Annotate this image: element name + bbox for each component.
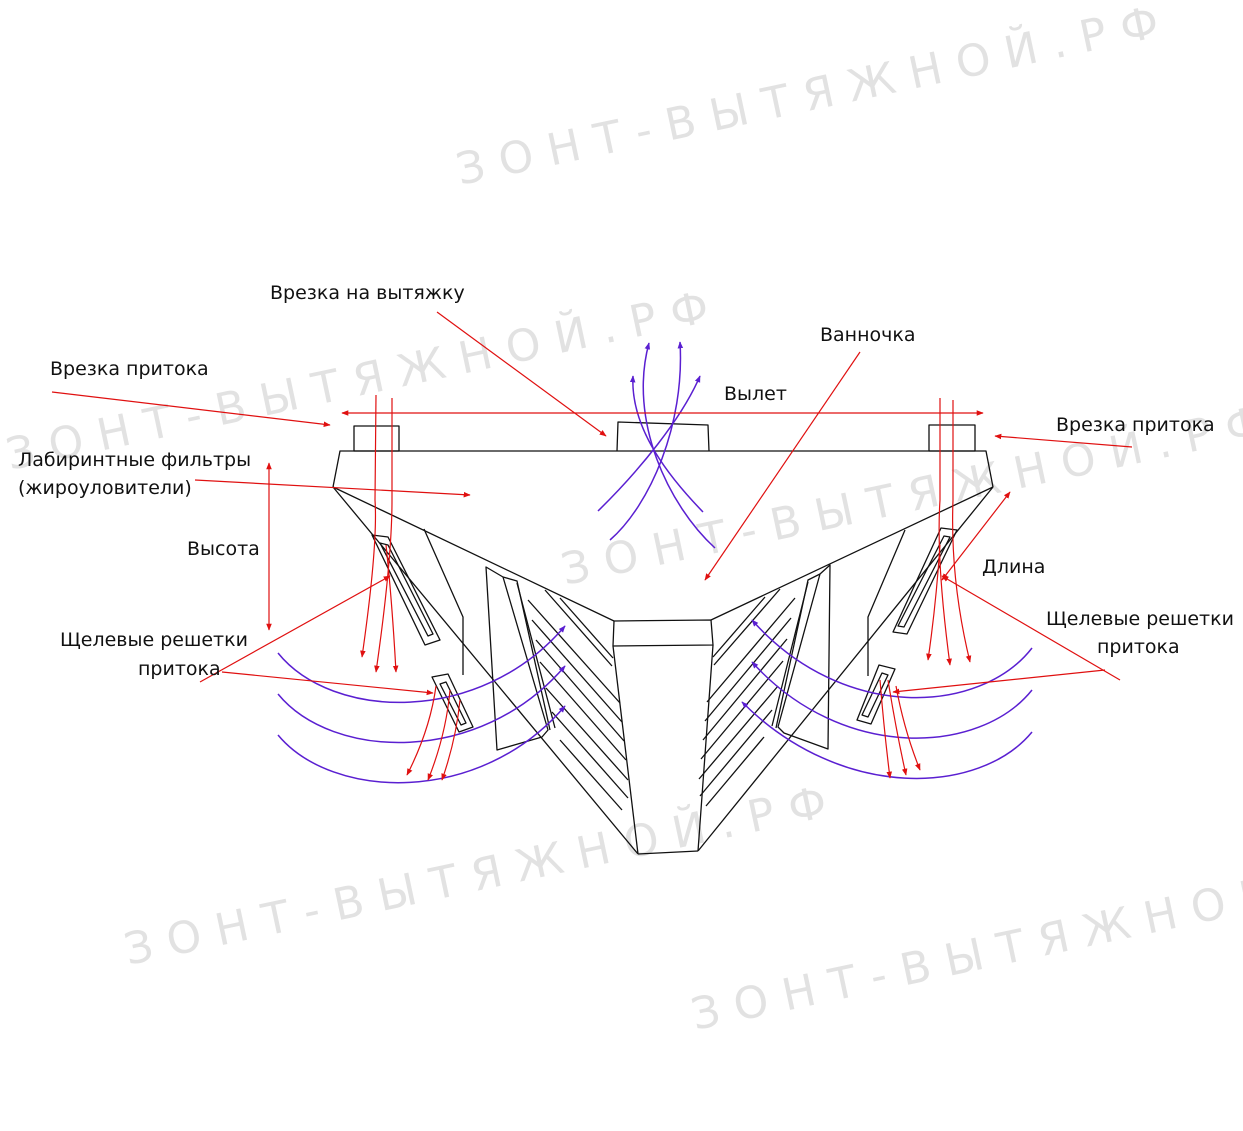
exhaust-cut-box — [616, 421, 710, 452]
hood-left-edge — [332, 486, 639, 855]
filters-label-line1: Лабиринтные фильтры — [18, 449, 251, 471]
slot-right-leader-1 — [941, 575, 1121, 681]
supply-cut-right-leader — [994, 433, 1133, 448]
left-supply-flow-6 — [441, 699, 461, 781]
right-supply-flow-2 — [952, 400, 972, 663]
slot-left-label-line1: Щелевые решетки — [60, 629, 248, 651]
filters-label-line2: (жироуловители) — [18, 477, 192, 499]
right-filter-slats — [698, 581, 809, 807]
tray-leader — [704, 351, 861, 581]
left-filter-frame — [485, 566, 549, 751]
overhang-label: Вылет — [724, 383, 787, 405]
watermark-group: ЗОНТ-ВЫТЯЖНОЙ.РФ ЗОНТ-ВЫТЯЖНОЙ.РФ ЗОНТ-В… — [1, 0, 1243, 1041]
right-supply-flow-4 — [879, 679, 892, 779]
left-supply-flow-5 — [427, 689, 451, 781]
exhaust-airflow-4 — [597, 375, 701, 512]
right-airflow-2 — [751, 661, 1033, 739]
right-filter-frame — [777, 564, 831, 750]
right-supply-flow-1 — [938, 398, 952, 666]
left-supply-flow-1 — [360, 394, 377, 658]
left-filter-slats — [516, 582, 629, 811]
exhaust-cut-leader — [436, 311, 607, 437]
left-supply-flow-3 — [385, 544, 399, 673]
watermark-5: ЗОНТ-ВЫТЯЖНОЙ.РФ — [686, 837, 1243, 1041]
hood-body — [332, 421, 994, 855]
length-dimension-arrow — [941, 491, 1011, 581]
left-supply-flow-4 — [406, 685, 437, 776]
slot-right-label-line2: притока — [1097, 636, 1180, 658]
slot-right-leader-2 — [892, 669, 1106, 695]
watermark-1: ЗОНТ-ВЫТЯЖНОЙ.РФ — [451, 0, 1178, 196]
left-airflow-3 — [277, 705, 566, 784]
hood-bottom-edge — [637, 850, 699, 855]
left-airflow-2 — [277, 665, 566, 744]
exhaust-airflow-3 — [609, 341, 684, 541]
airflow-lines — [277, 341, 1033, 784]
label-group: Врезка на вытяжку Ванночка Врезка приток… — [18, 282, 1234, 680]
filters-leader — [194, 479, 471, 498]
left-supply-flow-2 — [374, 398, 393, 673]
tray-front — [612, 644, 714, 855]
hood-top-outline — [332, 450, 994, 488]
left-slot-grille-upper-inner — [379, 542, 434, 637]
right-airflow-3 — [741, 701, 1033, 780]
supply-cut-left-leader — [51, 391, 331, 428]
supply-flow-lines — [360, 394, 972, 781]
right-airflow-1 — [751, 619, 1033, 699]
left-side-panel — [423, 528, 464, 675]
left-airflow-1 — [277, 625, 566, 704]
right-supply-flow-3 — [926, 544, 941, 661]
leader-arrows — [51, 311, 1133, 696]
hood-left-crease — [332, 486, 615, 622]
supply-cut-left-label: Врезка притока — [50, 358, 209, 380]
exhaust-airflow-2 — [629, 375, 704, 513]
right-side-panel — [867, 529, 906, 676]
right-filter-frame-inner — [775, 573, 821, 729]
slot-right-label-line1: Щелевые решетки — [1046, 608, 1234, 630]
right-slot-grille-lower-inner — [861, 672, 889, 718]
height-label: Высота — [187, 538, 260, 560]
left-filter-frame-inner — [502, 576, 551, 731]
left-slot-grille-lower — [431, 673, 474, 733]
right-supply-flow-6 — [895, 685, 921, 771]
slot-left-leader-2 — [221, 671, 434, 696]
left-slot-grille-upper — [371, 534, 441, 646]
supply-cut-right-box — [928, 424, 976, 452]
right-slot-grille-lower — [856, 664, 896, 725]
length-label: Длина — [982, 556, 1045, 578]
exhaust-airflow-1 — [642, 342, 716, 549]
slot-left-leader-1 — [199, 575, 391, 683]
right-supply-flow-5 — [887, 679, 908, 776]
tray-label: Ванночка — [820, 324, 916, 346]
exhaust-cut-label: Врезка на вытяжку — [270, 282, 465, 304]
slot-left-label-line2: притока — [138, 658, 221, 680]
supply-cut-right-label: Врезка притока — [1056, 414, 1215, 436]
tray-top — [612, 619, 714, 647]
left-slot-grille-lower-inner — [439, 681, 467, 726]
